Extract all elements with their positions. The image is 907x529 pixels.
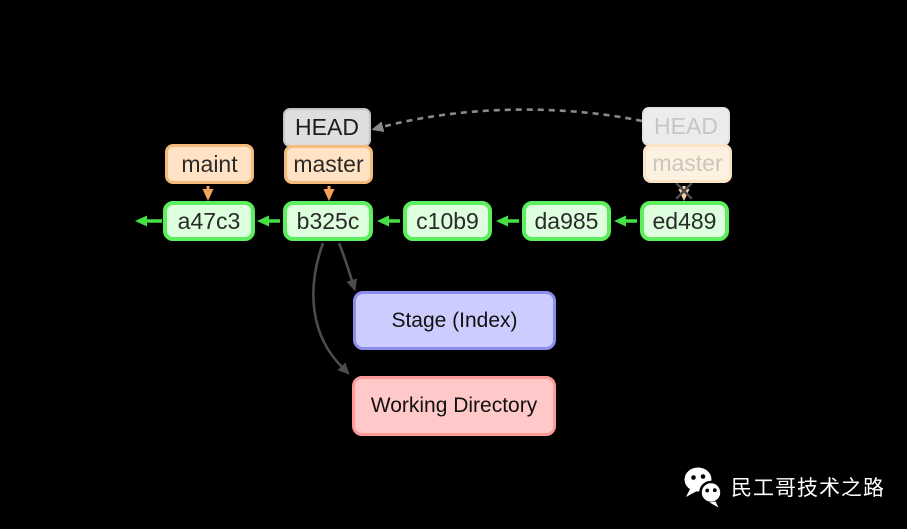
head-move-dashed-arrow [371,108,643,133]
master-branch-box: master [284,145,373,184]
master-label: master [293,151,364,177]
ghost-head-label: HEAD [654,113,718,139]
commit-node-b325c: b325c [283,201,373,241]
ghost-master-label: master [652,150,723,176]
maint-branch-box: maint [165,144,254,184]
commit-id: c10b9 [416,207,479,234]
ghost-master-branch-box: master [643,144,732,183]
stage-index-box: Stage (Index) [353,291,556,350]
branch-pointer-arrows [202,186,335,201]
commit-id: a47c3 [177,207,241,234]
wechat-icon [684,467,723,508]
cross-out-x-icon [675,182,693,200]
commit-node-da985: da985 [522,201,611,241]
commit-node-ed489: ed489 [640,201,729,241]
stage-label: Stage (Index) [391,308,518,332]
commit-id: da985 [534,207,599,234]
commit-id: b325c [296,207,360,234]
commit-id: ed489 [652,207,717,234]
ghost-head-label-box: HEAD [642,107,730,146]
working-directory-box: Working Directory [352,376,556,436]
reset-arrows [312,242,357,375]
ghost-pointer-arrow [675,182,693,201]
commit-node-c10b9: c10b9 [403,201,492,241]
head-label-box: HEAD [283,108,371,147]
watermark-text: 民工哥技术之路 [731,477,885,500]
head-label: HEAD [295,114,359,140]
working-directory-label: Working Directory [370,394,538,417]
arrow-b325c-working-directory [312,242,350,375]
maint-label: maint [181,150,238,177]
commit-node-a47c3: a47c3 [163,201,255,241]
arrow-b325c-stage [337,242,357,292]
watermark: 民工哥技术之路 [683,466,885,508]
